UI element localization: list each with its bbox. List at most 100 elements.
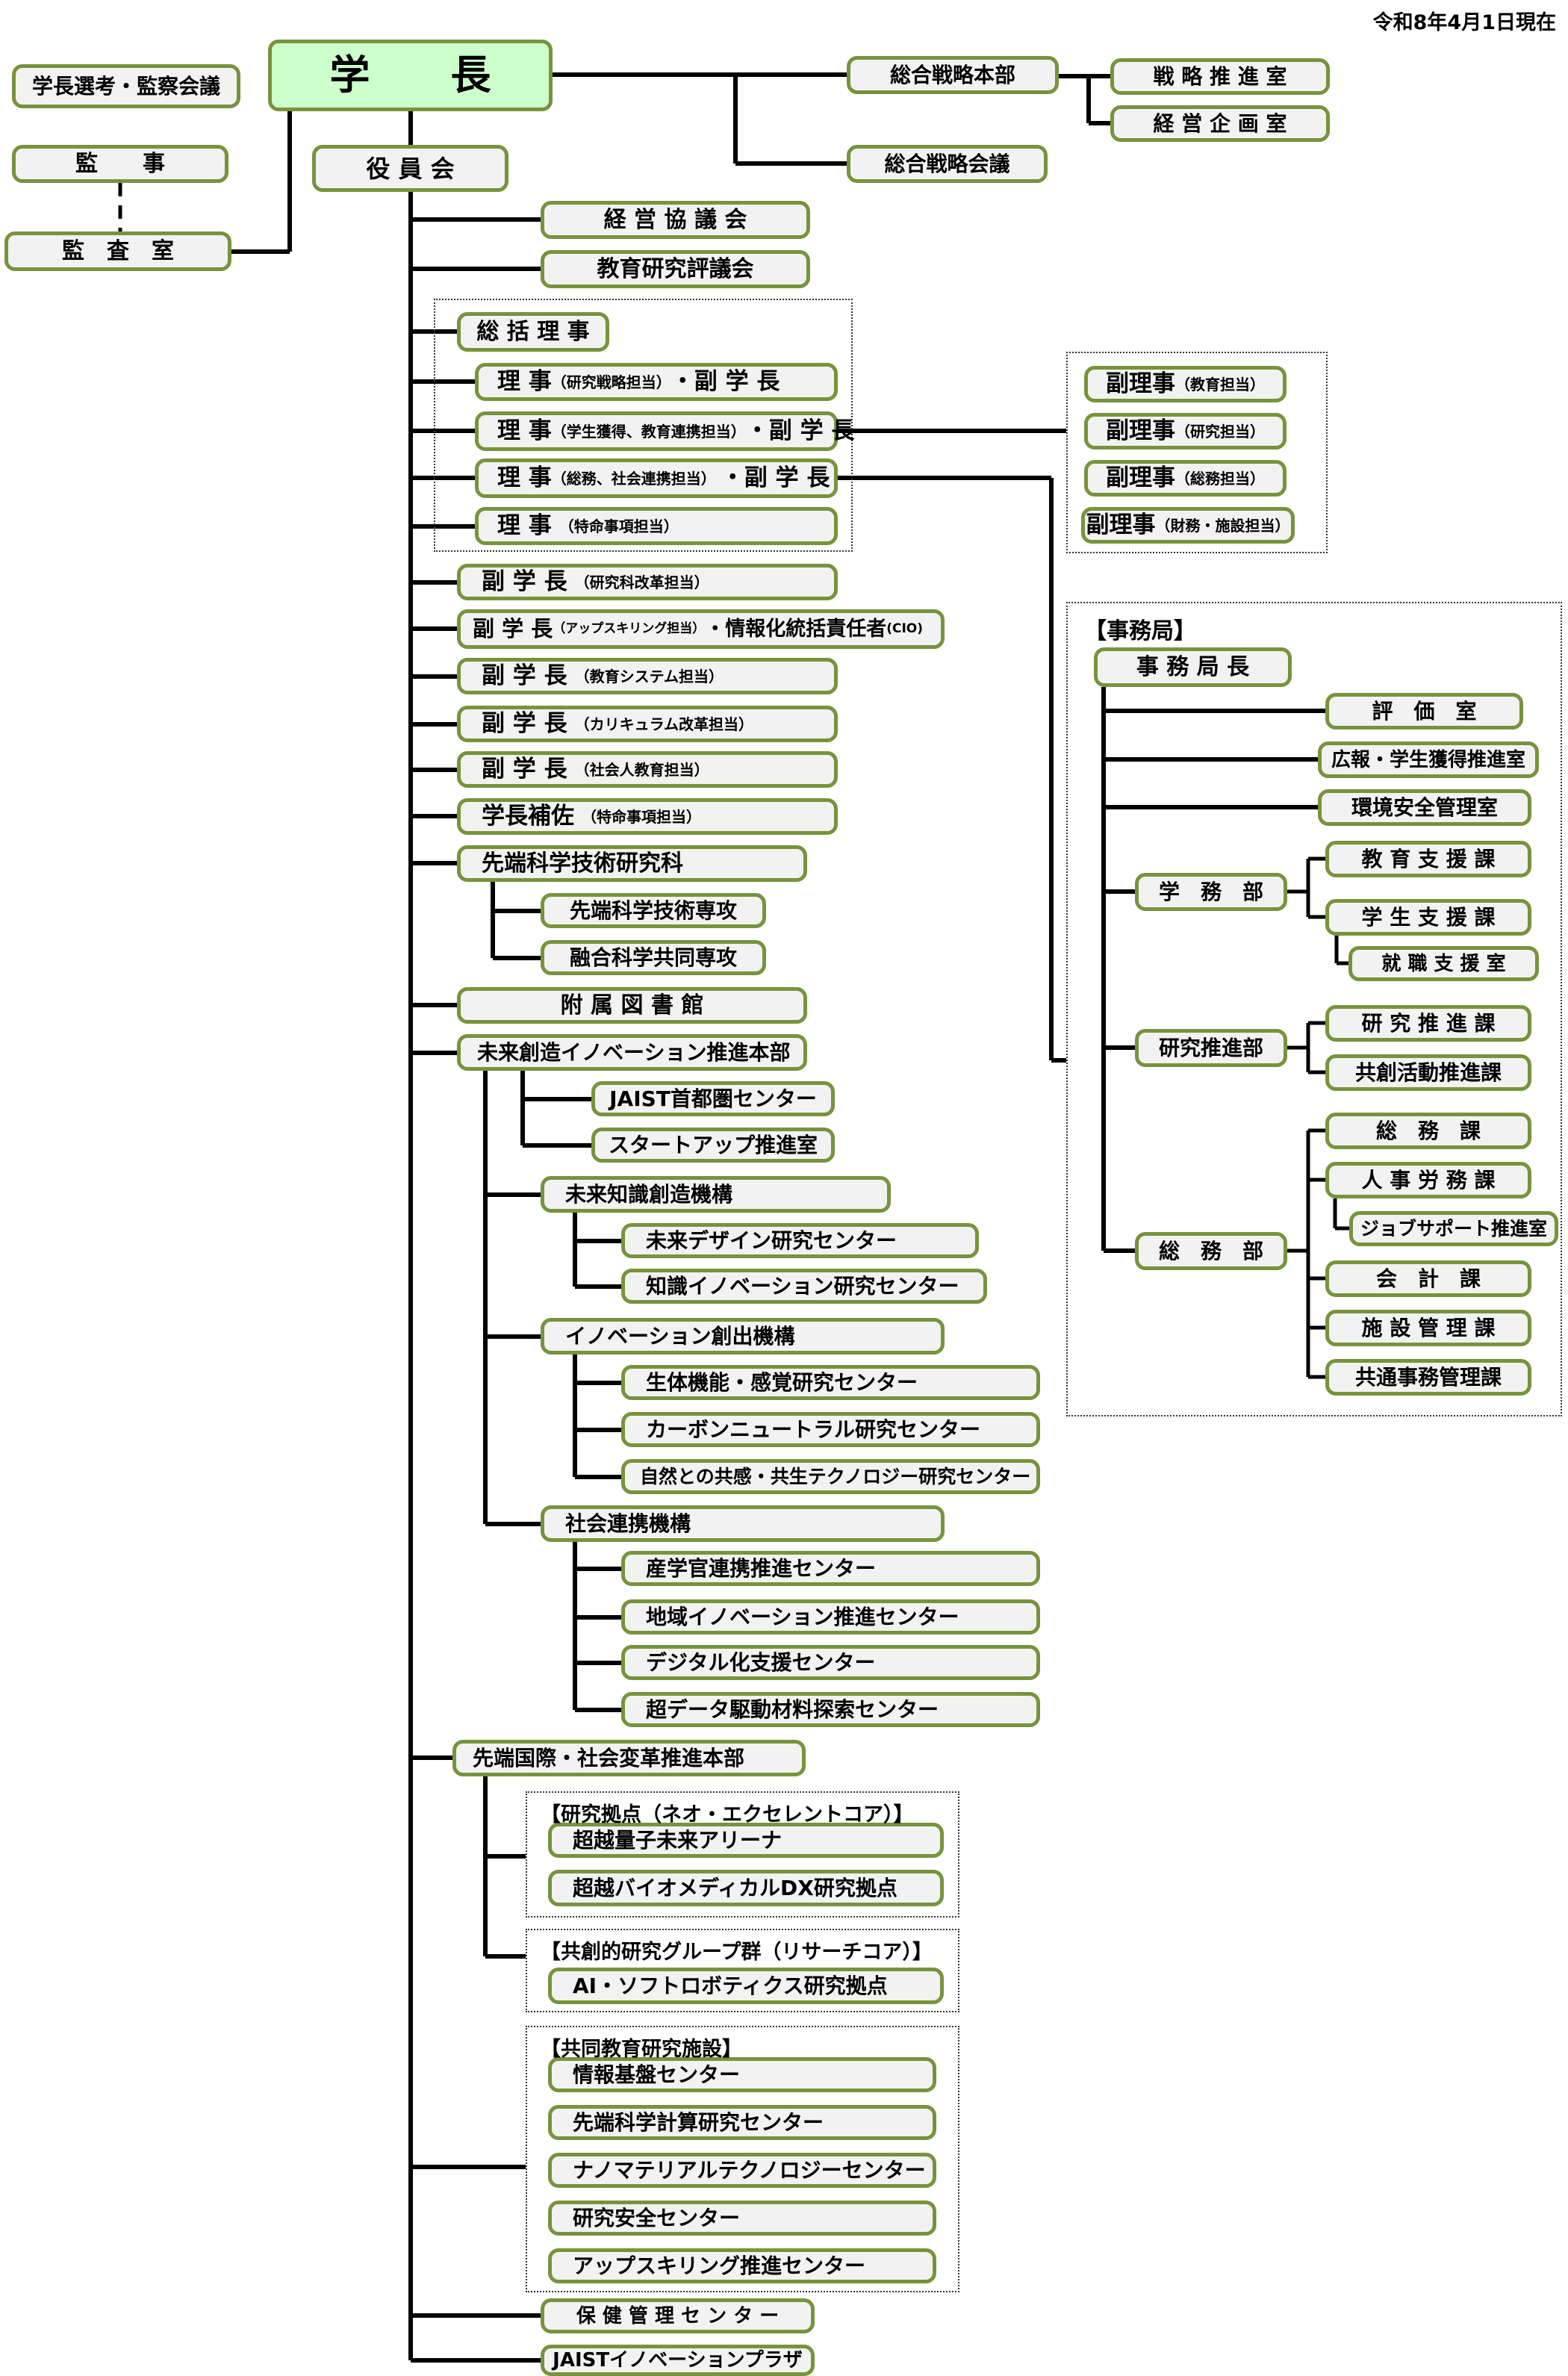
group-label-neo-excellent-core: 【研究拠点（ネオ・エクセレントコア）】 — [541, 1803, 914, 1826]
line-academic-affairs-sub — [1287, 856, 1325, 919]
node-startup-office: スタートアップ推進室 — [591, 1128, 835, 1163]
node-research-promotion-division: 研 究 推 進 課 — [1325, 1005, 1531, 1042]
line-admin-trunk — [1101, 687, 1325, 1253]
node-data-driven-materials-center: 超データ駆動材料探索センター — [621, 1692, 1040, 1727]
node-innovation-creation-org: イノベーション創出機構 — [541, 1318, 945, 1355]
node-vp-adult-education: 副 学 長 （社会人教育担当） — [457, 751, 838, 788]
node-digitalization-support-center: デジタル化支援センター — [621, 1645, 1040, 1680]
group-neo-excellent-core — [526, 1791, 959, 1918]
node-admin-director-general: 事 務 局 長 — [1094, 647, 1292, 687]
node-deputy-director-finance-facilities: 副理事（財務・施設担当） — [1081, 507, 1295, 544]
group-label-research-core: 【共創的研究グループ群（リサーチコア）】 — [541, 1941, 933, 1964]
node-academic-affairs-dept: 学 務 部 — [1135, 873, 1287, 911]
node-strategy-council: 総合戦略会議 — [847, 145, 1048, 183]
node-education-support-division: 教 育 支 援 課 — [1325, 841, 1531, 877]
node-hr-labor-division: 人 事 労 務 課 — [1325, 1162, 1531, 1198]
node-senior-executive-director: 総 括 理 事 — [457, 312, 609, 352]
node-major-advanced-science: 先端科学技術専攻 — [541, 893, 766, 928]
node-vp-curriculum-reform: 副 学 長 （カリキュラム改革担当） — [457, 706, 838, 742]
node-job-support-office: ジョブサポート推進室 — [1349, 1211, 1558, 1246]
node-health-center: 保 健 管 理 セ ン タ ー — [541, 2298, 815, 2333]
node-accounting-division: 会 計 課 — [1325, 1260, 1531, 1297]
node-information-center: 情報基盤センター — [548, 2057, 936, 2092]
as-of-date: 令和8年4月1日現在 — [1372, 11, 1556, 34]
node-regional-innovation-center: 地域イノベーション推進センター — [621, 1599, 1040, 1635]
node-student-support-division: 学 生 支 援 課 — [1325, 899, 1531, 936]
node-shared-admin-division: 共通事務管理課 — [1325, 1359, 1531, 1396]
line-global-hq-sub — [483, 1776, 526, 1959]
node-management-council: 経 営 協 議 会 — [541, 201, 810, 239]
node-deputy-director-general: 副理事（総務担当） — [1084, 460, 1287, 497]
group-joint-facilities — [526, 2026, 959, 2292]
line-career-support-sub — [1334, 936, 1348, 965]
node-president: 学 長 — [268, 40, 553, 111]
line-social-collab-sub — [573, 1542, 621, 1712]
node-knowledge-innovation-center: 知識イノベーション研究センター — [621, 1269, 987, 1304]
node-co-creation-division: 共創活動推進課 — [1325, 1054, 1531, 1091]
line-graduate-school-sub — [491, 882, 541, 960]
group-research-core — [526, 1929, 959, 2012]
line-research-dept-sub — [1287, 1021, 1325, 1075]
node-nanomaterial-center: ナノマテリアルテクノロジーセンター — [548, 2153, 936, 2188]
node-library: 附 属 図 書 館 — [457, 987, 807, 1024]
line-future-knowledge-sub — [573, 1213, 621, 1289]
line-future-innovation-sub — [483, 1071, 591, 1526]
group-deputy-directors — [1066, 352, 1328, 553]
node-strategy-promotion-office: 戦 略 推 進 室 — [1110, 58, 1330, 95]
node-vp-education-system: 副 学 長 （教育システム担当） — [457, 658, 838, 694]
line-strategy-hq-sub — [1059, 74, 1110, 125]
node-future-knowledge-org: 未来知識創造機構 — [541, 1176, 891, 1213]
node-pr-student-recruitment-office: 広報・学生獲得推進室 — [1318, 741, 1539, 778]
node-executive-board: 役 員 会 — [312, 145, 508, 192]
node-research-promotion-dept: 研究推進部 — [1135, 1029, 1287, 1067]
node-presidential-advisor: 学長補佐 （特命事項担当） — [457, 798, 838, 835]
node-biomedical-dx-base: 超越バイオメディカルDX研究拠点 — [548, 1870, 944, 1906]
node-social-collab-org: 社会連携機構 — [541, 1505, 945, 1542]
node-nature-coexistence-tech-center: 自然との共感・共生テクノロジー研究センター — [621, 1459, 1040, 1494]
node-audit-office: 監 査 室 — [4, 231, 231, 271]
node-president-selection-council: 学長選考・監察会議 — [12, 64, 240, 108]
node-director-student-education: 理 事（学生獲得、教育連携担当）・副 学 長 — [475, 411, 854, 451]
node-general-affairs-division: 総 務 課 — [1325, 1113, 1531, 1149]
node-deputy-director-research: 副理事（研究担当） — [1084, 413, 1287, 450]
node-general-affairs-dept: 総 務 部 — [1135, 1232, 1287, 1270]
node-auditors: 監 事 — [12, 145, 228, 183]
node-scientific-computing-center: 先端科学計算研究センター — [548, 2105, 936, 2140]
node-evaluation-office: 評 価 室 — [1325, 693, 1523, 730]
node-industry-collab-center: 産学官連携推進センター — [621, 1551, 1040, 1586]
line-president-right — [553, 72, 847, 166]
group-label-joint-facilities: 【共同教育研究施設】 — [541, 2038, 742, 2061]
node-future-innovation-hq: 未来創造イノベーション推進本部 — [457, 1034, 807, 1071]
node-director-research-strategy: 理 事（研究戦略担当）・副 学 長 — [475, 363, 838, 401]
line-innovation-creation-sub — [573, 1355, 621, 1479]
line-director-to-admin-bureau — [838, 476, 1066, 1063]
node-environment-safety-office: 環境安全管理室 — [1318, 789, 1531, 826]
node-management-planning-office: 経 営 企 画 室 — [1110, 105, 1330, 142]
node-graduate-school: 先端科学技術研究科 — [457, 845, 807, 882]
node-career-support-office: 就 職 支 援 室 — [1348, 946, 1539, 981]
group-admin-bureau — [1066, 602, 1562, 1416]
node-ai-soft-robotics-base: AI・ソフトロボティクス研究拠点 — [548, 1968, 944, 2004]
node-innovation-plaza: JAISTイノベーションプラザ — [541, 2345, 815, 2376]
node-bio-function-center: 生体機能・感覚研究センター — [621, 1365, 1040, 1400]
group-label-admin-bureau: 【事務局】 — [1084, 618, 1196, 644]
node-global-social-hq: 先端国際・社会変革推進本部 — [452, 1740, 806, 1776]
node-vp-upskilling-cio: 副 学 長（アップスキリング担当）・情報化統括責任者(CIO) — [457, 609, 945, 649]
line-general-affairs-sub — [1287, 1128, 1325, 1379]
node-major-fusion-science: 融合科学共同専攻 — [541, 940, 766, 975]
node-director-special-missions: 理 事 （特命事項担当） — [475, 507, 838, 545]
node-deputy-director-education: 副理事（教育担当） — [1084, 366, 1287, 402]
node-director-general-social: 理 事（総務、社会連携担当） ・副 学 長 — [475, 458, 838, 498]
node-facility-management-division: 施 設 管 理 課 — [1325, 1310, 1531, 1346]
line-president-to-audit — [231, 111, 292, 254]
node-quantum-future-arena: 超越量子未来アリーナ — [548, 1823, 944, 1858]
node-jaist-tokyo-center: JAIST首都圏センター — [591, 1081, 835, 1116]
node-carbon-neutral-center: カーボンニュートラル研究センター — [621, 1412, 1040, 1447]
node-education-research-council: 教育研究評議会 — [541, 250, 810, 288]
node-research-safety-center: 研究安全センター — [548, 2201, 936, 2236]
node-upskilling-center: アップスキリング推進センター — [548, 2248, 936, 2283]
node-strategy-hq: 総合戦略本部 — [847, 56, 1059, 94]
line-job-support-sub — [1333, 1198, 1349, 1231]
node-future-design-center: 未来デザイン研究センター — [621, 1223, 979, 1258]
